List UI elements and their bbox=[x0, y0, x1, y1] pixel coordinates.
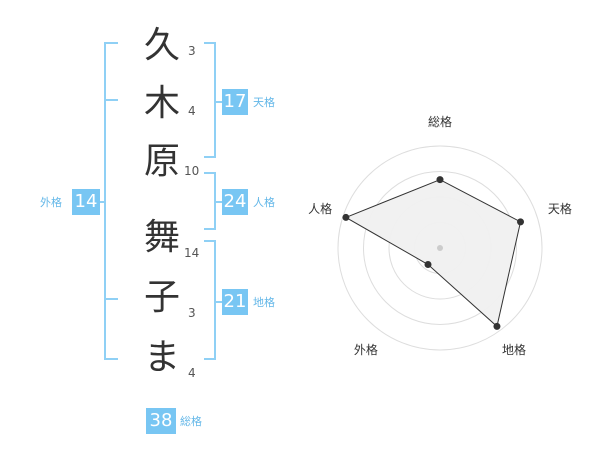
chikaku-bracket-bottom-tick bbox=[204, 358, 216, 360]
gaikaku-bracket-mid-tick-1 bbox=[104, 99, 118, 101]
stroke-count-2: 4 bbox=[188, 104, 196, 118]
chikaku-bracket-top-tick bbox=[204, 240, 216, 242]
radar-axis-label-2: 天格 bbox=[548, 201, 572, 216]
radar-point-5 bbox=[342, 213, 350, 221]
jinkaku-connector bbox=[214, 201, 222, 203]
tenkaku-value: 17 bbox=[222, 89, 248, 115]
radar-point-4 bbox=[424, 261, 432, 269]
gaikaku-bracket-top-tick bbox=[104, 42, 118, 44]
jinkaku-bracket-bottom-tick bbox=[204, 228, 216, 230]
gaikaku-bracket-bottom-tick bbox=[104, 358, 118, 360]
soukaku-label: 総格 bbox=[180, 415, 202, 428]
radar-series-polygon bbox=[344, 179, 522, 328]
radar-axis-label-5: 人格 bbox=[308, 201, 332, 216]
radar-point-1 bbox=[436, 176, 444, 184]
chikaku-value: 21 bbox=[222, 289, 248, 315]
radar-center-dot bbox=[437, 245, 443, 251]
radar-ring-3 bbox=[363, 171, 517, 325]
name-char-3: 原 bbox=[143, 141, 180, 182]
radar-point-3 bbox=[493, 322, 501, 330]
radar-ring-4 bbox=[337, 145, 543, 351]
tenkaku-connector bbox=[214, 101, 222, 103]
name-char-5: 子 bbox=[143, 277, 180, 318]
radar-point-2 bbox=[517, 218, 525, 226]
tenkaku-bracket-bottom-tick bbox=[204, 156, 216, 158]
gaikaku-label: 外格 bbox=[40, 196, 62, 209]
soukaku-value: 38 bbox=[146, 408, 176, 434]
jinkaku-bracket-top-tick bbox=[204, 172, 216, 174]
jinkaku-value: 24 bbox=[222, 189, 248, 215]
gaikaku-connector bbox=[100, 201, 106, 203]
chikaku-connector bbox=[214, 301, 222, 303]
stroke-count-4: 14 bbox=[184, 246, 200, 260]
stroke-count-1: 3 bbox=[188, 44, 196, 58]
radar-axis-label-4: 外格 bbox=[354, 342, 378, 357]
name-char-6: ま bbox=[143, 337, 180, 378]
tenkaku-bracket-top-tick bbox=[204, 42, 216, 44]
gaikaku-value: 14 bbox=[72, 189, 100, 215]
jinkaku-label: 人格 bbox=[253, 196, 275, 209]
stroke-count-3: 10 bbox=[184, 164, 200, 178]
chikaku-bracket-vertical bbox=[214, 240, 216, 360]
stroke-count-6: 4 bbox=[188, 366, 196, 380]
name-char-1: 久 bbox=[143, 25, 180, 66]
name-char-4: 舞 bbox=[143, 217, 180, 258]
tenkaku-label: 天格 bbox=[253, 96, 275, 109]
gaikaku-bracket-mid-tick-2 bbox=[104, 298, 118, 300]
stroke-count-5: 3 bbox=[188, 306, 196, 320]
radar-axis-label-1: 総格 bbox=[428, 114, 452, 129]
radar-axis-label-3: 地格 bbox=[502, 342, 526, 357]
name-char-2: 木 bbox=[143, 83, 180, 124]
tenkaku-bracket-vertical bbox=[214, 42, 216, 158]
chikaku-label: 地格 bbox=[253, 296, 275, 309]
